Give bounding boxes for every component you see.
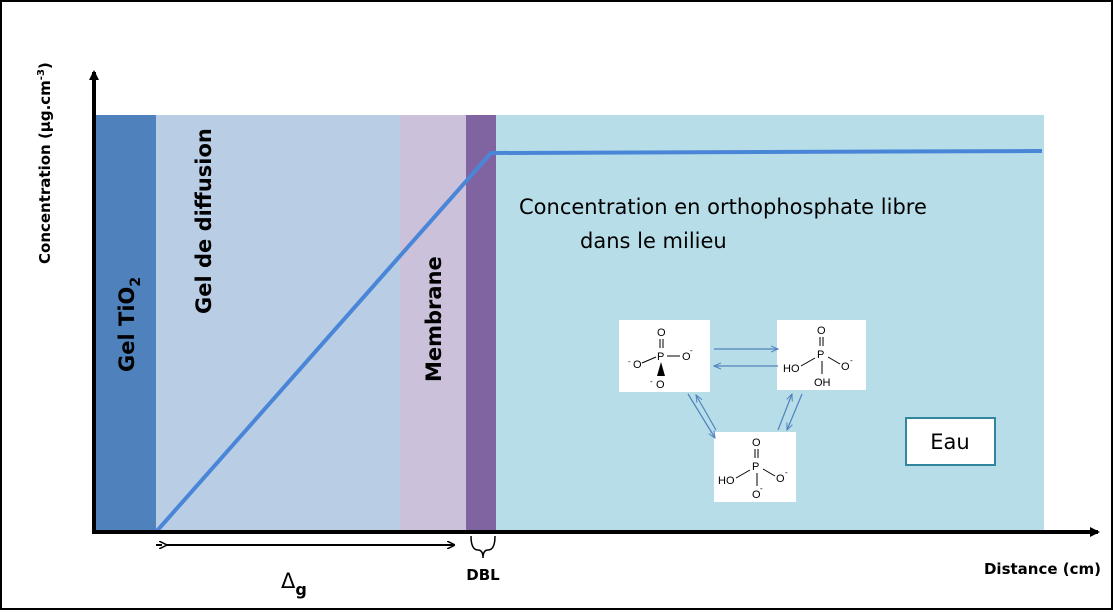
svg-text:-: - (628, 357, 631, 366)
label-gel-diffusion: Gel de diffusion (192, 128, 216, 314)
svg-text:HO: HO (718, 475, 735, 487)
svg-text:O: O (817, 325, 826, 337)
label-gel-tio2: Gel TiO2 (115, 277, 144, 372)
zone-gel-tio2 (94, 115, 156, 532)
svg-text:O: O (657, 327, 666, 339)
svg-text:-: - (760, 484, 763, 493)
dbl-label: DBL (466, 566, 500, 584)
svg-text:-: - (785, 468, 788, 477)
svg-text:-: - (690, 346, 693, 355)
arrow-po4-to-hpo4 (687, 393, 715, 438)
zone-membrane (400, 115, 466, 532)
svg-text:O: O (752, 437, 761, 449)
x-axis-title: Distance (cm) (984, 560, 1101, 578)
y-axis-title: Concentration (µg.cm-3) (36, 62, 54, 264)
eau-label: Eau (930, 430, 969, 454)
dbl-bracket (470, 535, 496, 559)
arrow-hpo4-to-h2po4 (777, 394, 792, 431)
svg-text:HO: HO (783, 363, 800, 375)
svg-text:O: O (656, 379, 665, 391)
svg-text:O: O (776, 473, 785, 485)
delta-g-label: Δg (281, 569, 307, 599)
svg-text:O: O (752, 489, 761, 501)
concentration-text-line2: dans le milieu (580, 229, 727, 253)
molecule-hydrogenphosphate: O P HO O - O - (714, 432, 796, 502)
svg-text:-: - (650, 377, 653, 386)
eau-box (905, 417, 996, 466)
molecule-dihydrogenphosphate: O P HO O - OH (777, 320, 866, 390)
arrow-hpo4-to-po4 (696, 395, 717, 431)
svg-text:O: O (841, 361, 850, 373)
svg-text:O: O (633, 359, 642, 371)
svg-text:OH: OH (814, 377, 831, 389)
svg-text:P: P (752, 461, 759, 473)
zone-dbl (466, 115, 496, 532)
svg-text:P: P (817, 349, 824, 361)
molecule-phosphate: O P - O O - - O (619, 320, 710, 392)
zone-gel-diffusion (156, 115, 400, 532)
svg-text:P: P (657, 351, 664, 363)
arrow-h2po4-to-hpo4 (787, 393, 803, 430)
svg-text:-: - (850, 356, 853, 365)
svg-text:O: O (682, 351, 691, 363)
concentration-text-line1: Concentration en orthophosphate libre (519, 195, 927, 219)
equilibrium-arrows (687, 349, 803, 438)
concentration-profile-line (154, 149, 1043, 534)
label-membrane: Membrane (422, 256, 446, 382)
